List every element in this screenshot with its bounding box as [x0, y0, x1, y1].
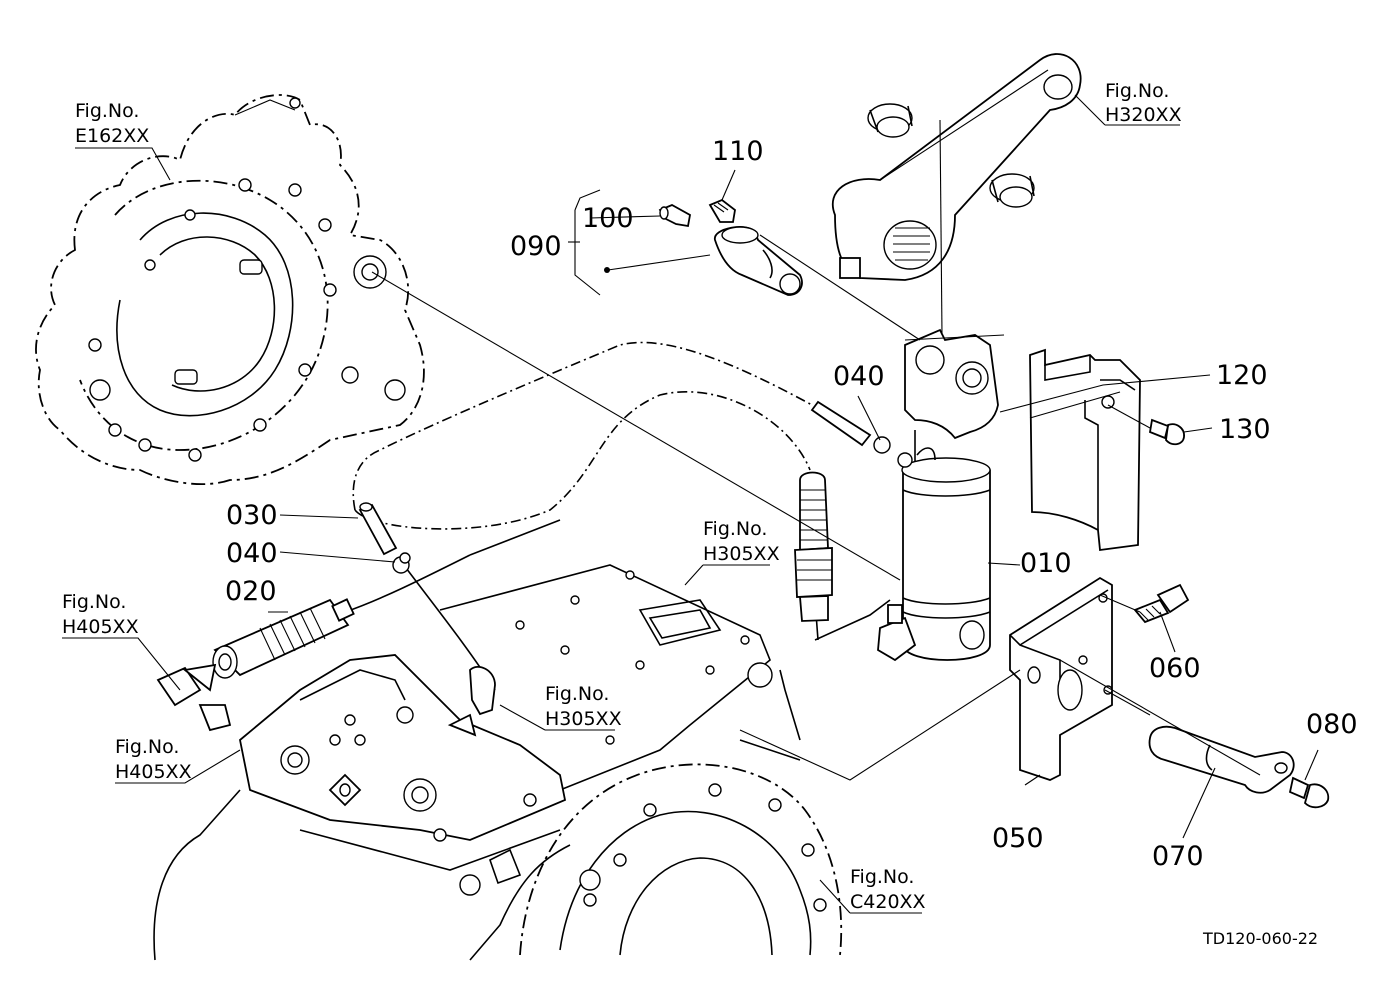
leader-dot-090	[604, 267, 610, 273]
fig-ref-h405a-title: Fig.No.	[62, 591, 126, 613]
part-label-010: 010	[1020, 548, 1072, 579]
housing-e162-drawing	[35, 94, 425, 486]
hose-vertical-drawing	[794, 471, 833, 622]
fig-ref-leaders	[62, 94, 1180, 914]
drawing-code: TD120-060-22	[1202, 929, 1318, 948]
part-label-040-right: 040	[833, 361, 885, 392]
bolt-130-drawing	[1148, 418, 1185, 446]
fig-ref-h305b-title: Fig.No.	[545, 683, 609, 705]
bolt-110-drawing	[708, 198, 736, 223]
fig-ref-h320-code: H320XX	[1105, 104, 1182, 126]
bushing-left-drawing	[867, 103, 913, 138]
fig-ref-h305a-code: H305XX	[703, 543, 780, 565]
fig-ref-e162-title: Fig.No.	[75, 100, 139, 122]
part-label-090: 090	[510, 231, 562, 262]
fig-ref-e162-code: E162XX	[75, 125, 149, 147]
bolt-080-drawing	[1288, 776, 1330, 809]
hose-end-030-right-drawing	[810, 400, 872, 447]
part-label-110: 110	[712, 136, 764, 167]
part-label-130: 130	[1219, 414, 1271, 445]
bracket-050-drawing	[1009, 576, 1113, 781]
part-label-080: 080	[1306, 709, 1358, 740]
bolt-060-drawing	[1133, 583, 1190, 624]
cylinder-010-drawing	[877, 328, 999, 662]
bracket-120-drawing	[1029, 348, 1141, 552]
valve-manifold-drawing	[239, 564, 773, 871]
part-label-120: 120	[1216, 360, 1268, 391]
part-label-040-left: 040	[226, 538, 278, 569]
bracket-090-body	[574, 210, 601, 296]
part-label-060: 060	[1149, 653, 1201, 684]
clip-040-right-drawing	[873, 436, 913, 468]
pin-070-drawing	[1148, 725, 1295, 794]
fitting-h405-drawing	[156, 663, 232, 732]
fig-ref-h320-title: Fig.No.	[1105, 80, 1169, 102]
part-label-050: 050	[992, 823, 1044, 854]
part-label-070: 070	[1152, 841, 1204, 872]
fig-ref-h405a-code: H405XX	[62, 616, 139, 638]
pin-090-drawing	[714, 226, 803, 296]
fig-ref-h405b-code: H405XX	[115, 761, 192, 783]
housing-c420-drawing	[153, 669, 843, 961]
leader-lines	[268, 119, 1319, 839]
clip-040-left-drawing	[392, 552, 411, 574]
part-label-020: 020	[225, 576, 277, 607]
part-label-030: 030	[226, 500, 278, 531]
coupling-020-drawing	[212, 598, 355, 679]
fig-ref-c420-title: Fig.No.	[850, 866, 914, 888]
fig-ref-h305b-code: H305XX	[545, 708, 622, 730]
bracket-090-top	[574, 189, 601, 211]
part-label-100: 100	[582, 203, 634, 234]
grease-fitting-100-drawing	[658, 204, 692, 228]
fig-ref-h405b-title: Fig.No.	[115, 736, 179, 758]
fig-ref-h305a-title: Fig.No.	[703, 518, 767, 540]
bushing-right-drawing	[989, 173, 1035, 208]
lift-arm-h320-drawing	[832, 53, 1082, 281]
hose-end-030-drawing	[358, 502, 398, 556]
fig-ref-c420-code: C420XX	[850, 891, 926, 913]
